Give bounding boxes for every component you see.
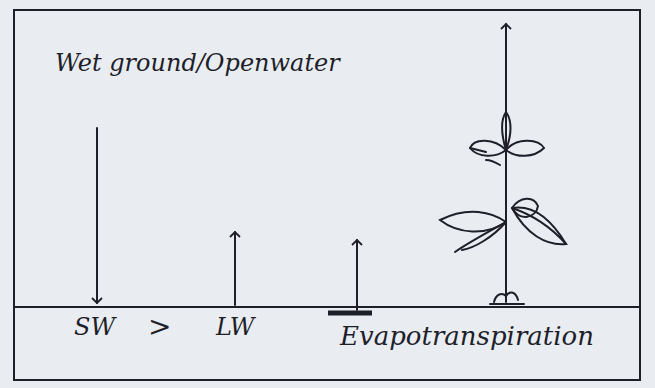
water-surface-bar — [328, 311, 372, 316]
longwave-arrow — [234, 232, 236, 305]
diagram-title: Wet ground/Openwater — [55, 50, 340, 76]
shortwave-arrow — [96, 128, 98, 303]
ground-line — [14, 306, 640, 308]
plant-symbol — [440, 24, 566, 304]
evaporation-arrow — [356, 240, 358, 310]
evapotranspiration-label: Evapotranspiration — [340, 322, 594, 351]
longwave-label: LW — [216, 314, 255, 340]
frame-border — [14, 10, 640, 380]
comparison-sign: > — [148, 312, 171, 343]
shortwave-label: SW — [74, 314, 115, 340]
